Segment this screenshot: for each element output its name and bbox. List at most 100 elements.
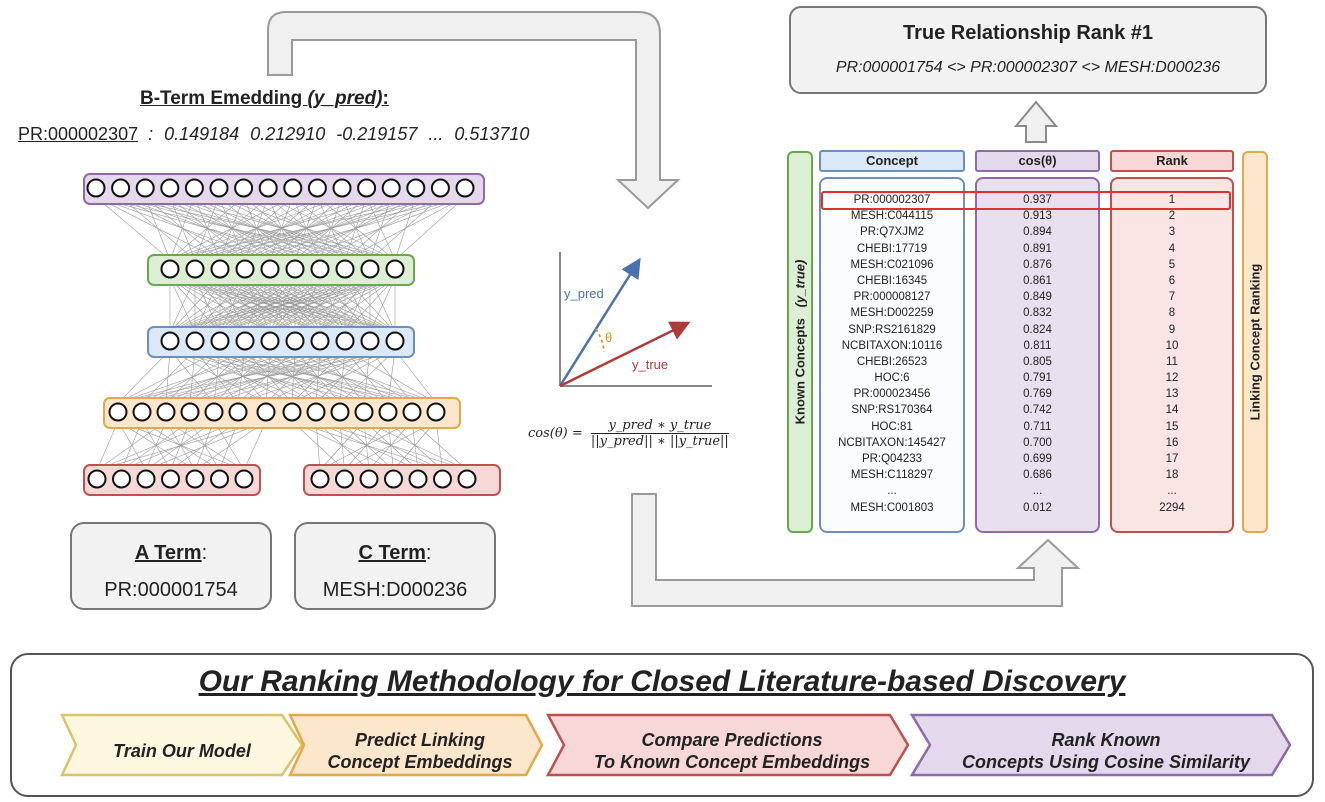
network-node	[426, 402, 446, 422]
network-node	[160, 331, 180, 351]
known-concepts-text: Known Concepts (y_true)	[793, 260, 808, 425]
cos-cell: ...	[1032, 485, 1043, 498]
network-edge	[169, 277, 346, 333]
top-rank-highlight	[821, 191, 1231, 210]
rank-cell: 12	[1165, 372, 1179, 385]
network-node	[180, 402, 200, 422]
bterm-embedding-row: PR:000002307: 0.149184 0.212910 -0.21915…	[18, 124, 529, 145]
network-edge	[344, 420, 437, 471]
network-edge	[96, 420, 215, 471]
rank-cell: 9	[1168, 323, 1176, 336]
network-node	[335, 259, 355, 279]
network-node	[160, 259, 180, 279]
network-edge	[339, 349, 396, 404]
network-edge	[170, 420, 239, 471]
cos-column	[975, 177, 1100, 533]
cos-cell: 0.711	[1023, 420, 1052, 433]
network-node	[210, 331, 230, 351]
rank-cell: 7	[1168, 291, 1176, 304]
network-edge	[169, 277, 246, 333]
flow-arrow-bottom-shape	[631, 493, 1081, 607]
network-node	[385, 259, 405, 279]
concept-cell: NCBITAXON:10116	[841, 339, 943, 352]
concept-cell: PR:000002307	[853, 194, 931, 206]
network-node	[184, 178, 204, 198]
theta-label: θ	[605, 330, 613, 345]
true-relationship-box: True Relationship Rank #1 PR:000001754 <…	[789, 6, 1267, 94]
vector-plot	[558, 252, 712, 388]
network-edge	[117, 349, 271, 404]
network-node	[135, 178, 155, 198]
concept-cell: MESH:C044115	[850, 210, 934, 223]
network-edge	[169, 277, 196, 333]
a-term-value: PR:000001754	[104, 579, 238, 601]
known-concepts-var: (y_true)	[792, 259, 808, 308]
network-node	[111, 178, 131, 198]
network-edge	[96, 420, 119, 471]
network-node	[260, 259, 280, 279]
network-node	[210, 469, 229, 489]
concept-cell: PR:000008127	[853, 291, 931, 304]
rank-cell: 5	[1168, 258, 1176, 271]
network-edge	[387, 349, 396, 404]
network-edge	[369, 349, 413, 404]
cos-cell: 0.012	[1023, 501, 1052, 514]
bterm-values: : 0.149184 0.212910 -0.219157 ... 0.5137…	[148, 124, 530, 144]
y-true-vector	[559, 321, 691, 388]
c-term-value: MESH:D000236	[322, 579, 468, 601]
network-node	[378, 402, 398, 422]
network-node	[406, 178, 426, 198]
bterm-title-var: (y_pred)	[307, 88, 383, 109]
network-node	[228, 402, 248, 422]
network-edge	[169, 196, 293, 261]
network-edge	[294, 196, 466, 261]
network-edge	[117, 349, 321, 404]
flow-arrow-top	[267, 11, 681, 210]
rank-cell: 2	[1168, 210, 1176, 223]
network-node	[330, 402, 350, 422]
cos-cell: 0.832	[1023, 307, 1052, 320]
network-edge	[319, 277, 396, 333]
step-train: Train Our Model	[72, 721, 292, 781]
network-node	[283, 178, 303, 198]
network-node	[87, 469, 107, 489]
network-node	[430, 178, 450, 198]
network-edge	[194, 277, 396, 333]
network-edge	[169, 277, 321, 333]
network-node	[307, 178, 327, 198]
y-pred-vector	[558, 257, 641, 387]
network-node	[160, 178, 180, 198]
network-node	[260, 331, 280, 351]
cos-cell: 0.861	[1023, 274, 1052, 287]
concept-cell: MESH:D002259	[850, 307, 934, 320]
step-rank-line2: Concepts Using Cosine Similarity	[961, 752, 1251, 772]
step-rank-line1: Rank Known	[1051, 730, 1161, 750]
linking-ranking-label: Linking Concept Ranking	[1247, 263, 1263, 421]
methodology-panel: Our Ranking Methodology for Closed Liter…	[10, 653, 1314, 797]
concept-cell: SNP:RS2161829	[848, 323, 936, 336]
network-edge	[169, 196, 195, 261]
network-node	[185, 469, 205, 489]
network-node	[354, 402, 374, 422]
concept-cell: NCBITAXON:145427	[838, 436, 946, 449]
rank-column	[1110, 177, 1234, 533]
network-node	[359, 469, 379, 489]
y-true-label: y_true	[632, 357, 669, 372]
cos-cell: 0.700	[1023, 436, 1052, 449]
network-edge	[291, 349, 396, 404]
step-predict-line1: Predict Linking	[354, 730, 485, 750]
network-edge	[96, 420, 267, 471]
concept-cell: HOC:81	[871, 420, 913, 433]
up-arrow	[1013, 100, 1059, 143]
concept-cell: MESH:C021096	[850, 258, 934, 271]
cos-cell: 0.769	[1023, 388, 1052, 401]
network-edge	[169, 277, 271, 333]
cos-cell: 0.937	[1023, 194, 1052, 206]
rank-cell: 1	[1168, 194, 1176, 206]
y-pred-label: y_pred	[564, 286, 604, 301]
network-node	[161, 469, 180, 489]
